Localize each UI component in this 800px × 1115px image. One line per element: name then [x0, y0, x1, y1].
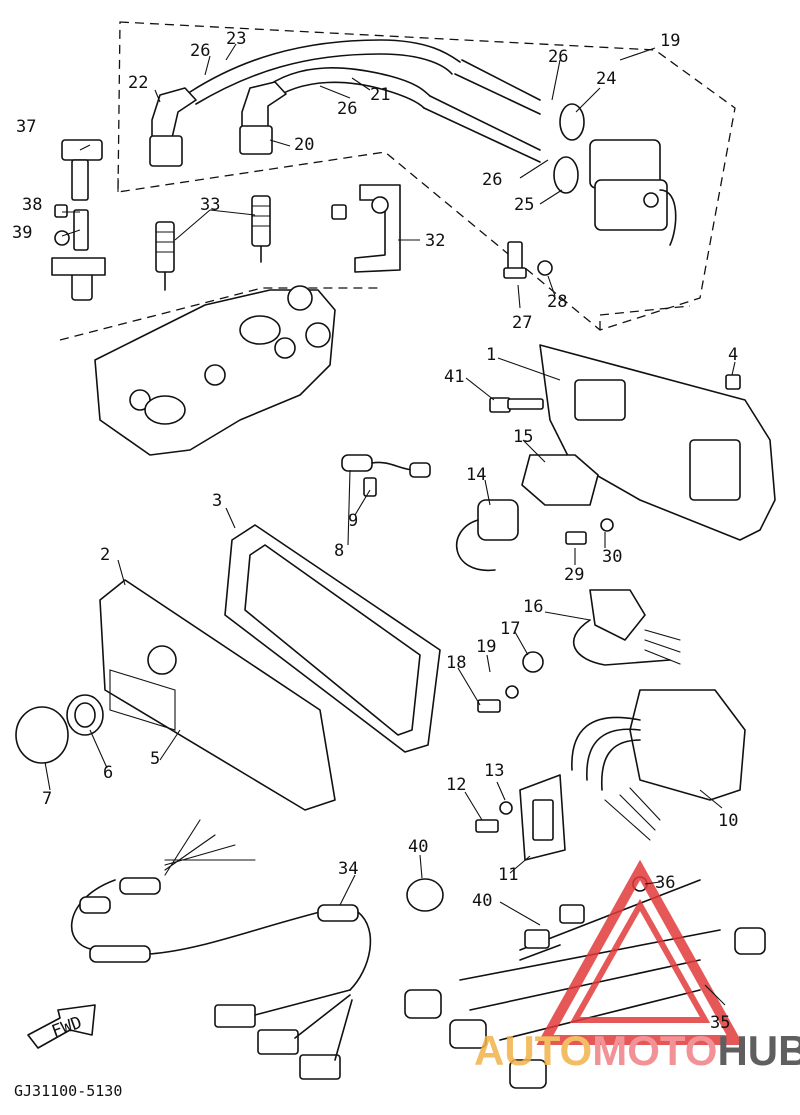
callout-35: 36 — [655, 873, 675, 893]
callout-40c: 40 — [472, 891, 492, 911]
bolt-41 — [489, 397, 544, 413]
watermark-moto: MOTO — [592, 1027, 717, 1074]
callout-25a: 24 — [596, 69, 616, 89]
gasket-3 — [224, 524, 441, 753]
callout-7: 7 — [42, 789, 52, 809]
watermark-text: AUTOMOTOHUB — [474, 1027, 800, 1074]
bolt-29 — [565, 531, 587, 545]
spark-plug-cap-23 — [149, 87, 197, 167]
callout-21: 20 — [294, 135, 314, 155]
rectifier-15 — [521, 454, 599, 506]
callout-20: 19 — [660, 31, 680, 51]
callout-15: 15 — [513, 427, 533, 447]
watermark-logo: AUTOMOTOHUB — [474, 859, 800, 1074]
screw-18 — [477, 699, 501, 713]
washer-28 — [537, 260, 553, 276]
callout-14: 14 — [466, 465, 486, 485]
callout-19b: 19 — [476, 637, 496, 657]
electrical-cover-2 — [99, 579, 336, 811]
callout-37: 38 — [22, 195, 42, 215]
wire-lead-8 — [341, 454, 431, 497]
callout-9: 9 — [348, 511, 358, 531]
callout-10: 10 — [718, 811, 738, 831]
spark-plug-cap-21 — [239, 81, 287, 155]
fwd-label: FWD — [49, 1013, 85, 1042]
bolt-27 — [503, 241, 527, 279]
fwd-arrow: FWD — [27, 1004, 96, 1049]
callout-3: 3 — [212, 491, 222, 511]
callout-13: 13 — [484, 761, 504, 781]
callout-39: 40 — [408, 837, 428, 857]
callout-12: 12 — [446, 775, 466, 795]
callout-23: 22 — [128, 73, 148, 93]
callout-28: 28 — [547, 292, 567, 312]
bracket-31 — [331, 184, 401, 273]
bolt-4 — [725, 374, 741, 390]
callout-16: 16 — [523, 597, 543, 617]
callout-26d: 26 — [482, 170, 502, 190]
cdi-unit-10 — [571, 689, 746, 841]
ignition-coil-25a — [559, 103, 661, 189]
callout-38: 39 — [12, 223, 32, 243]
callout-27: 27 — [512, 313, 532, 333]
bracket-11 — [519, 774, 566, 861]
watermark-triangle — [536, 859, 744, 1045]
washer-13 — [499, 801, 513, 815]
clamp-17 — [522, 651, 544, 673]
spark-plug-32a — [155, 221, 175, 291]
callout-41: 41 — [444, 367, 464, 387]
cap-7 — [15, 706, 69, 764]
watermark-auto: AUTO — [474, 1027, 592, 1074]
callout-25b: 25 — [514, 195, 534, 215]
sensor-16 — [572, 589, 681, 666]
callout-26a: 26 — [190, 41, 210, 61]
callout-29: 29 — [564, 565, 584, 585]
callout-4: 4 — [728, 345, 738, 365]
callout-11: 11 — [498, 865, 518, 885]
callout-18: 18 — [446, 653, 466, 673]
callout-26b: 26 — [337, 99, 357, 119]
diagram-code: GJ31100-5130 — [14, 1082, 122, 1100]
callout-22: 21 — [370, 85, 390, 105]
callout-1: 1 — [486, 345, 496, 365]
cylinder-head-assembly — [94, 285, 336, 456]
callout-5: 5 — [150, 749, 160, 769]
clamp-39 — [406, 878, 444, 912]
callout-36: 37 — [16, 117, 36, 137]
callout-24: 23 — [226, 29, 246, 49]
ignition-coil-25b — [553, 156, 677, 246]
ignition-group-boundary — [59, 21, 736, 341]
spark-plug-32b — [251, 195, 271, 263]
callout-31: 32 — [425, 231, 445, 251]
callout-30: 30 — [602, 547, 622, 567]
wire-harness-33 — [70, 819, 372, 1080]
watermark-hub: HUB — [717, 1027, 800, 1074]
callout-34: 35 — [710, 1013, 730, 1033]
callout-8: 8 — [334, 541, 344, 561]
starter-relay-14 — [455, 499, 519, 572]
washer-19 — [505, 685, 519, 699]
electrical-bracket-1 — [539, 344, 776, 541]
grommet-6 — [66, 694, 104, 736]
callout-33: 34 — [338, 859, 358, 879]
washer-30 — [600, 518, 614, 532]
high-tension-leads — [189, 39, 541, 163]
callout-2: 2 — [100, 545, 110, 565]
callout-leaders — [44, 43, 736, 1006]
screw-12 — [475, 819, 499, 833]
callout-17: 17 — [500, 619, 520, 639]
callout-32: 33 — [200, 195, 220, 215]
callout-6: 6 — [103, 763, 113, 783]
callout-26c: 26 — [548, 47, 568, 67]
thermo-switch-36 — [51, 139, 106, 301]
watermark-triangle-inner — [569, 898, 711, 1023]
callout-labels: 23 26 22 21 26 20 19 26 24 26 25 37 38 3… — [12, 29, 738, 1100]
